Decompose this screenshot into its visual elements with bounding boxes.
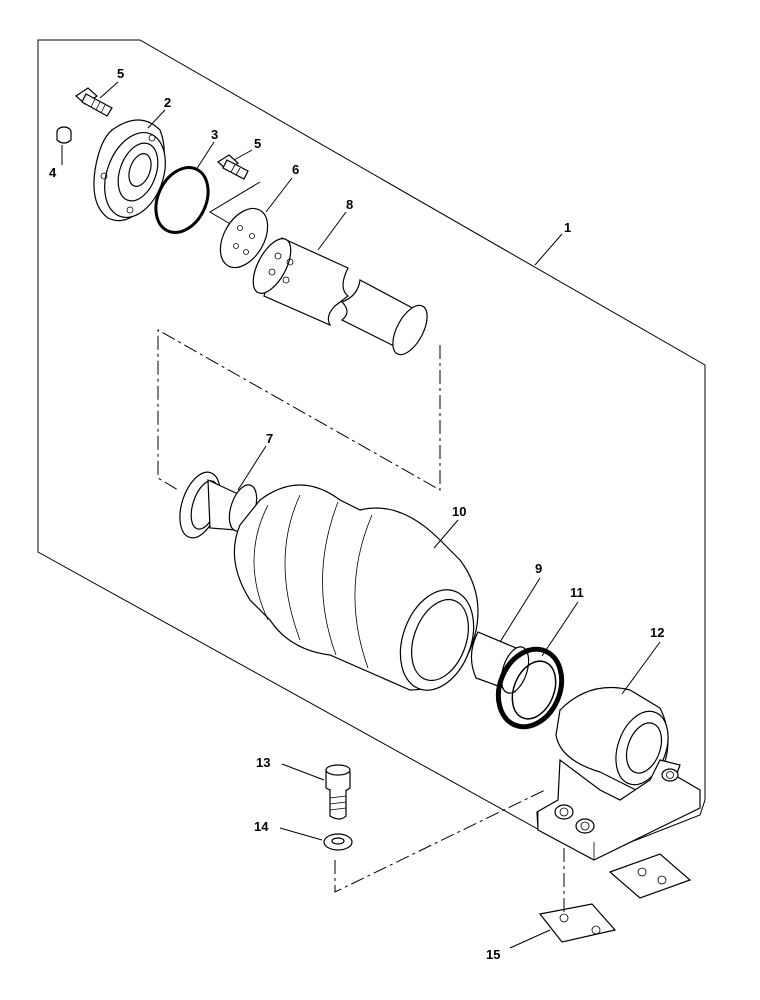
callout-15: 15 <box>486 947 500 962</box>
leader-5a <box>99 81 119 99</box>
bolt-part-5-upper <box>75 87 113 117</box>
bracket-part-12 <box>536 686 701 861</box>
callout-10: 10 <box>452 504 466 519</box>
callout-5-lower: 5 <box>254 136 261 151</box>
callout-6: 6 <box>292 162 299 177</box>
callout-3: 3 <box>211 127 218 142</box>
callout-1: 1 <box>564 220 571 235</box>
callout-2: 2 <box>164 95 171 110</box>
bolt-5-guide-line <box>209 181 261 226</box>
roller-part-10 <box>233 484 479 691</box>
washer-part-14 <box>323 833 353 851</box>
callout-12: 12 <box>650 625 664 640</box>
leader-11 <box>541 601 579 657</box>
leader-7 <box>237 445 267 491</box>
shim-upper <box>608 853 692 899</box>
leader-9 <box>499 577 541 643</box>
end-cap-part-2 <box>93 119 166 222</box>
leader-14 <box>279 827 323 841</box>
leader-10 <box>433 519 459 549</box>
callout-9: 9 <box>535 561 542 576</box>
shaft-part-8 <box>252 237 428 356</box>
leader-5b <box>233 149 253 161</box>
shaft-guide-dashed <box>157 329 441 491</box>
leader-2 <box>147 109 166 129</box>
bolt-part-5-lower <box>217 154 249 180</box>
leader-12 <box>621 641 661 695</box>
leader-6 <box>265 177 293 213</box>
shim-part-15 <box>538 903 617 943</box>
bolt-guide-dashed <box>334 789 546 893</box>
callout-7: 7 <box>266 431 273 446</box>
leader-8 <box>317 211 347 251</box>
callout-11: 11 <box>570 585 584 600</box>
leader-13 <box>281 763 325 781</box>
plate-part-6 <box>219 207 269 269</box>
leader-15 <box>509 929 551 949</box>
callout-8: 8 <box>346 197 353 212</box>
callout-4: 4 <box>49 165 57 180</box>
plug-part-4 <box>56 126 72 144</box>
assembly-frame <box>37 39 706 859</box>
leader-1 <box>534 233 563 266</box>
leader-3 <box>195 141 215 171</box>
callout-5-upper: 5 <box>117 66 124 81</box>
callout-13: 13 <box>256 755 270 770</box>
sleeve-part-9 <box>470 631 530 694</box>
callout-14: 14 <box>254 819 269 834</box>
bolt-part-13 <box>325 764 351 820</box>
